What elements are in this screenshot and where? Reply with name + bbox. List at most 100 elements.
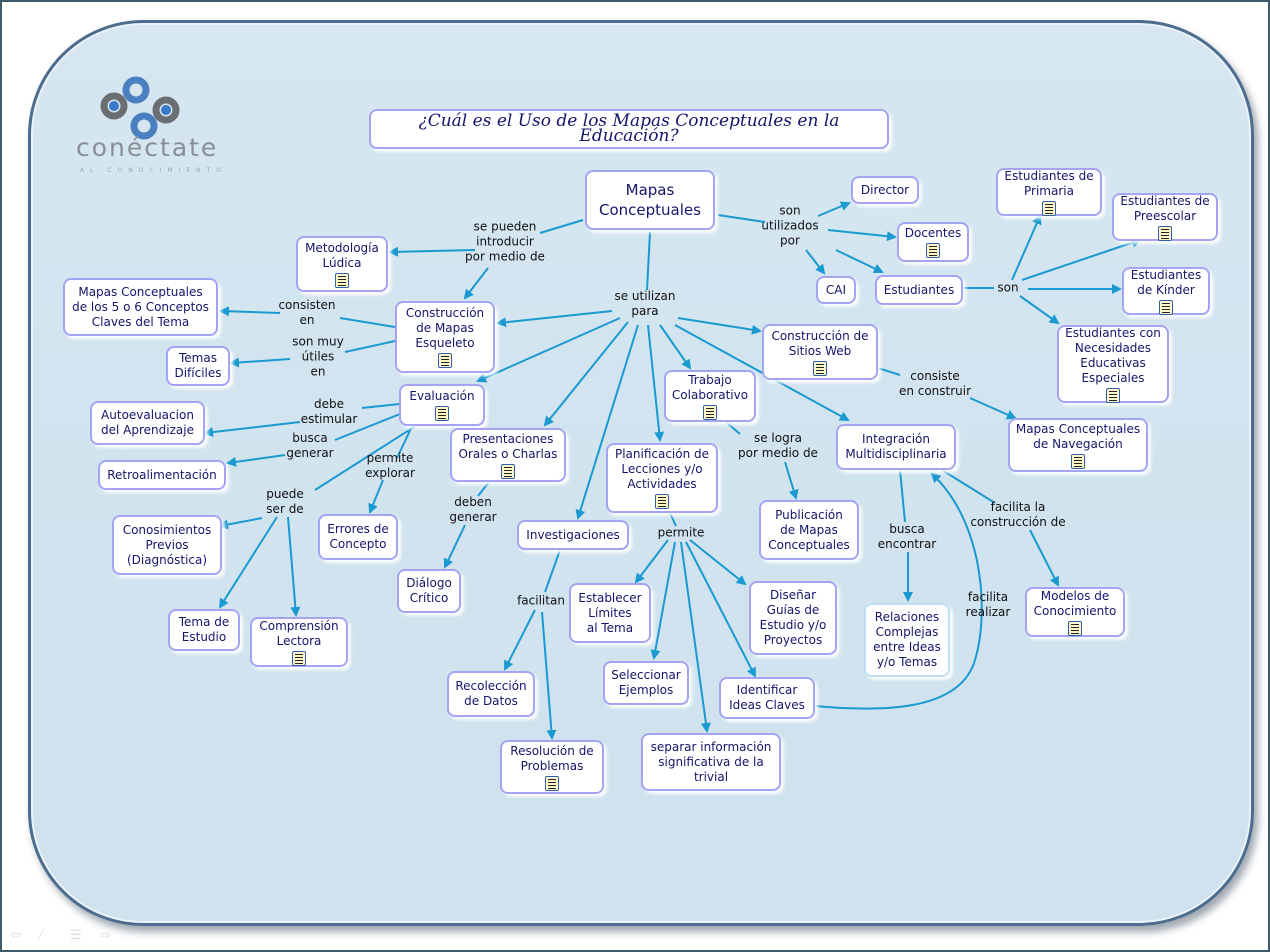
edge-line [659,324,692,370]
concept-autoeval[interactable]: Autoevaluacion del Aprendizaje [90,401,205,445]
document-icon[interactable] [545,775,559,791]
concept-director[interactable]: Director [851,176,919,204]
concept-est-kin[interactable]: Estudiantes de Kínder [1122,267,1210,315]
document-icon[interactable] [1106,387,1120,403]
linking-phrase: consisten en [278,298,336,327]
edge-line [368,479,384,514]
concept-estudiantes[interactable]: Estudiantes [875,275,963,305]
forward-arrow-icon[interactable]: ⇨ [100,928,111,943]
document-icon[interactable] [1159,299,1173,315]
edge-line [477,481,490,497]
concept-conosim[interactable]: Conosimientos Previos (Diagnóstica) [112,515,222,575]
concept-mc56[interactable]: Mapas Conceptuales de los 5 o 6 Concepto… [63,278,218,336]
edge-line [717,214,766,223]
concept-label: CAI [825,282,847,297]
edge-line [496,310,613,328]
concept-metodologia[interactable]: Metodología Lúdica [296,236,388,292]
concept-identificar[interactable]: Identificar Ideas Claves [719,677,815,719]
concept-planif[interactable]: Planificación de Lecciones y/o Actividad… [606,443,718,513]
concept-mcnav[interactable]: Mapas Conceptuales de Navegación [1008,418,1148,472]
concept-label: Docentes [904,226,962,240]
linking-phrase: busca generar [286,431,334,460]
concept-mapas[interactable]: Mapas Conceptuales [585,170,715,230]
edge-line [443,524,466,569]
edge-line [1029,529,1059,587]
concept-label: Mapas Conceptuales [599,181,701,219]
back-arrow-icon[interactable]: ⇦ [10,928,21,943]
document-icon[interactable] [813,360,827,376]
linking-phrase: puede ser de [266,487,304,516]
linking-phrase: consiste en construir [898,369,972,398]
concept-separar[interactable]: separar información significativa de la … [641,733,781,791]
concept-label: Publicación de Mapas Conceptuales [768,507,850,552]
linking-phrase: son utilizados por [761,203,819,248]
document-icon[interactable] [501,463,515,479]
concept-mskel[interactable]: Construcción de Mapas Esqueleto [395,301,495,373]
concept-establecer[interactable]: Establecer Límites al Tema [569,583,651,643]
pen-icon[interactable]: ⁄ [40,928,43,943]
document-icon[interactable] [435,406,449,421]
concept-temas-dif[interactable]: Temas Difíciles [166,346,230,386]
concept-retro[interactable]: Retroalimentación [98,460,226,490]
edge-line [504,609,536,671]
edge-line [669,512,677,527]
edge-line [646,231,651,291]
linking-phrase: permite explorar [365,451,415,480]
document-icon[interactable] [655,494,669,509]
edge-line [541,611,557,740]
document-icon[interactable] [335,272,349,288]
edge-line [344,340,396,353]
concept-est-prim[interactable]: Estudiantes de Primaria [996,168,1102,216]
concept-relaciones[interactable]: Relaciones Complejas entre Ideas y/o Tem… [864,603,950,677]
concept-seleccionar[interactable]: Seleccionar Ejemplos [603,661,689,705]
concept-label: Retroalimentación [107,467,217,482]
linking-phrase: son [997,280,1019,295]
concept-label: separar información significativa de la … [650,739,772,784]
document-icon[interactable] [1158,225,1172,241]
menu-icon[interactable]: ☰ [70,928,82,943]
concept-est-pre[interactable]: Estudiantes de Preescolar [1112,193,1218,241]
edge-line [543,321,629,427]
concept-modelos[interactable]: Modelos de Conocimiento [1025,587,1125,637]
concept-cai[interactable]: CAI [816,276,856,304]
concept-label: Recolección de Datos [455,679,527,708]
edge-line [725,421,741,435]
concept-comprension[interactable]: Comprensión Lectora [250,617,348,667]
concept-investigaciones[interactable]: Investigaciones [517,520,629,550]
document-icon[interactable] [1071,453,1085,469]
edge-line [539,219,584,234]
concept-errores[interactable]: Errores de Concepto [318,514,398,560]
concept-presentaciones[interactable]: Presentaciones Orales o Charlas [450,428,566,482]
concept-publicacion[interactable]: Publicación de Mapas Conceptuales [759,500,859,560]
edge-line [634,539,669,584]
document-icon[interactable] [1042,200,1056,216]
linking-phrase: se logra por medio de [738,431,818,460]
concept-sitios[interactable]: Construcción de Sitios Web [762,324,878,380]
edge-line [226,454,286,467]
document-icon[interactable] [703,404,717,420]
concept-label: Construcción de Mapas Esqueleto [405,306,485,350]
concept-evaluacion[interactable]: Evaluación [399,384,485,426]
concept-dialogo[interactable]: Diálogo Crítico [397,569,461,613]
concept-trabajo[interactable]: Trabajo Colaborativo [664,370,756,422]
concept-integracion[interactable]: Integración Multidisciplinaria [836,424,956,470]
concept-resolucion[interactable]: Resolución de Problemas [500,740,604,794]
edge-line [805,249,826,275]
document-icon[interactable] [1068,620,1082,636]
concept-recoleccion[interactable]: Recolección de Datos [447,671,535,717]
edge-line [334,411,406,441]
concept-label: Diseñar Guías de Estudio y/o Proyectos [759,588,827,647]
document-icon[interactable] [292,650,306,666]
document-icon[interactable] [438,353,452,368]
edge-line [941,469,996,504]
concept-label: Estudiantes de Kínder [1130,267,1202,297]
concept-disenar[interactable]: Diseñar Guías de Estudio y/o Proyectos [749,581,837,655]
edge-line [476,317,621,383]
concept-docentes[interactable]: Docentes [897,222,969,262]
edge-line [835,249,884,274]
document-icon[interactable] [926,243,940,258]
concept-label: Investigaciones [526,527,620,542]
linking-phrase: facilita realizar [965,590,1011,619]
concept-est-nee[interactable]: Estudiantes con Necesidades Educativas E… [1057,325,1169,403]
concept-tema-est[interactable]: Tema de Estudio [168,609,240,651]
